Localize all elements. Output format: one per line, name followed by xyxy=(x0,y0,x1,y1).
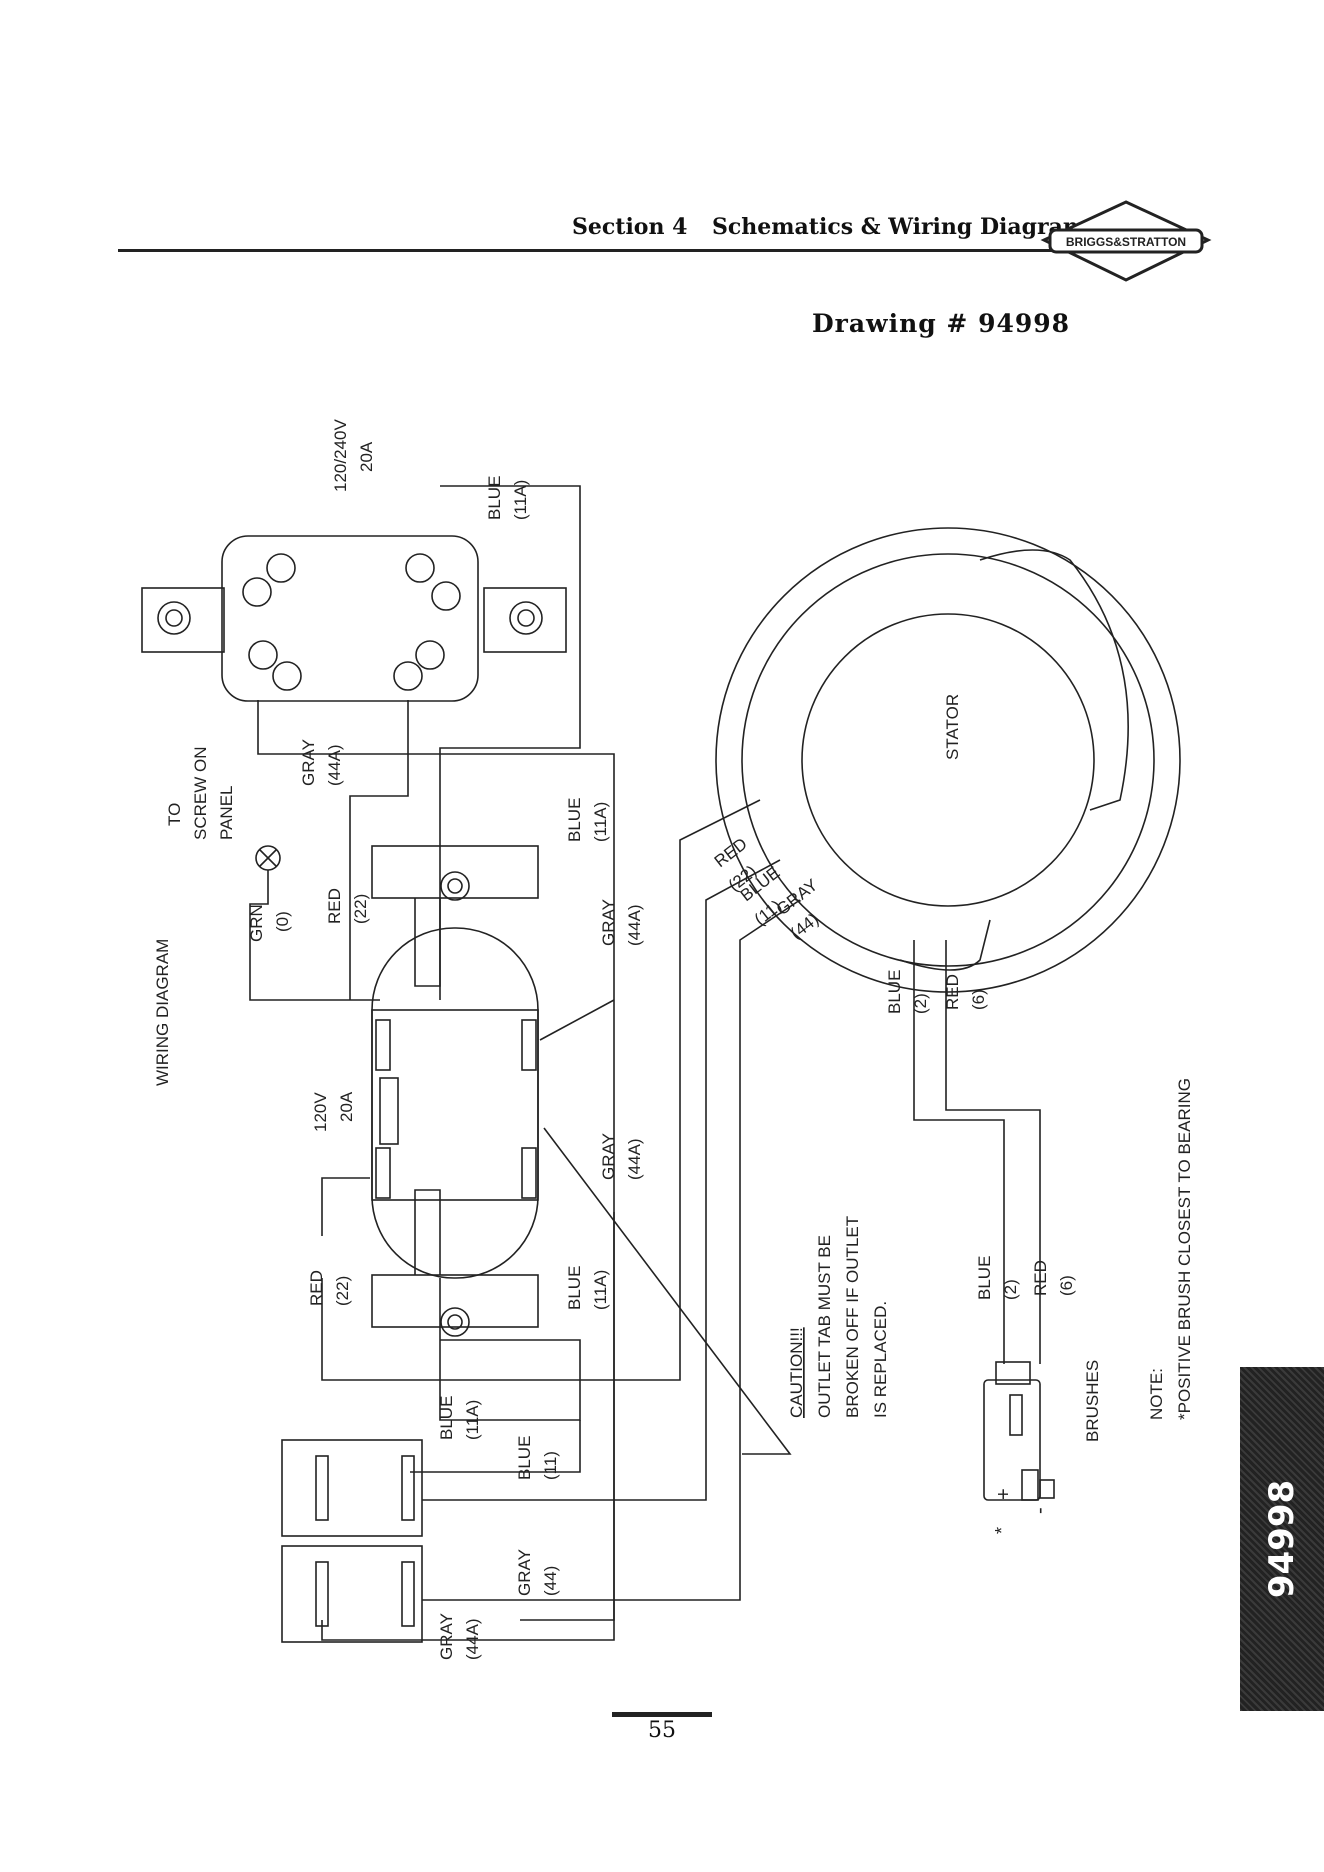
caution-line-3: IS REPLACED. xyxy=(871,1301,890,1418)
outlet-voltage: 120V xyxy=(311,1092,330,1132)
caution-heading: CAUTION!!! xyxy=(787,1327,806,1418)
diagram-title: WIRING DIAGRAM xyxy=(153,939,172,1086)
wire-label-blue-11a-top-num: (11A) xyxy=(511,480,530,520)
stator-wire-gray: GRAY xyxy=(773,875,822,919)
wire-label-blue-11a-mid-num: (11A) xyxy=(591,802,610,842)
brush-asterisk: * xyxy=(992,1527,1012,1534)
ground-note-line-1: TO xyxy=(165,803,184,826)
wire-label-gray-44a-mid: GRAY xyxy=(599,899,618,946)
ground-wire-color: GRN xyxy=(247,904,266,942)
wires xyxy=(257,485,1041,1641)
wire-label-blue-11a-recept: BLUE xyxy=(437,1396,456,1440)
wire-label-red-22-low: RED xyxy=(307,1270,326,1306)
wire-label-blue-11a-mid: BLUE xyxy=(565,798,584,842)
outlet-amperage: 20A xyxy=(337,1091,356,1122)
wire-label-blue-11: BLUE xyxy=(515,1436,534,1480)
header-rule xyxy=(118,249,1178,252)
wire-label-red-6-low: RED xyxy=(1031,1260,1050,1296)
brushes-part xyxy=(983,1361,1055,1501)
outlet xyxy=(371,845,539,1337)
wire-label-gray-44a-low-num: (44A) xyxy=(625,1138,644,1180)
wire-label-gray-44-num: (44) xyxy=(541,1566,560,1596)
wire-label-blue-11a-low-num: (11A) xyxy=(591,1270,610,1310)
wire-label-red-6-low-num: (6) xyxy=(1057,1275,1076,1296)
side-tab-label: 94998 xyxy=(1262,1479,1302,1599)
wire-label-blue-2-low: BLUE xyxy=(975,1256,994,1300)
ground-wire-number: (0) xyxy=(273,911,292,932)
wire-label-blue-2-top-num: (2) xyxy=(911,993,930,1014)
brushes-label: BRUSHES xyxy=(1083,1360,1102,1442)
section-label: Section 4 xyxy=(572,214,688,240)
wire-label-red-22-low-num: (22) xyxy=(333,1276,352,1306)
section-title: Schematics & Wiring Diagrams xyxy=(712,214,1099,240)
wire-label-gray-44a-top-num: (44A) xyxy=(325,744,344,786)
wire-label-red-22-top-num: (22) xyxy=(351,894,370,924)
breaker-voltage: 120/240V xyxy=(331,419,350,492)
breaker-amperage: 20A xyxy=(357,441,376,472)
wire-label-red-22-top: RED xyxy=(325,888,344,924)
drawing-title: Drawing # 94998 xyxy=(812,309,1071,338)
wire-label-gray-44a-recept-num: (44A) xyxy=(463,1618,482,1660)
breaker xyxy=(141,535,567,702)
caution-line-2: BROKEN OFF IF OUTLET xyxy=(843,1216,862,1418)
wire-label-gray-44a-mid-num: (44A) xyxy=(625,904,644,946)
ground-note-line-3: PANEL xyxy=(217,786,236,841)
stator xyxy=(715,527,1181,993)
wire-label-gray-44a-top: GRAY xyxy=(299,739,318,786)
wire-label-blue-11a-recept-num: (11A) xyxy=(463,1400,482,1440)
receptacles xyxy=(281,1439,423,1643)
note-text: *POSITIVE BRUSH CLOSEST TO BEARING xyxy=(1175,1078,1194,1420)
brush-positive: + xyxy=(993,1488,1015,1500)
caution-line-1: OUTLET TAB MUST BE xyxy=(815,1235,834,1418)
wire-label-blue-11a-top: BLUE xyxy=(485,476,504,520)
note-heading: NOTE: xyxy=(1147,1368,1166,1420)
wire-label-gray-44: GRAY xyxy=(515,1549,534,1596)
wire-label-blue-11-num: (11) xyxy=(541,1451,560,1480)
brand-logo-text: BRIGGS&STRATTON xyxy=(1066,235,1186,249)
brush-negative: - xyxy=(1029,1507,1051,1514)
wire-label-blue-2-low-num: (2) xyxy=(1001,1279,1020,1300)
briggs-stratton-logo: BRIGGS&STRATTON xyxy=(1040,200,1212,282)
wire-label-gray-44a-recept: GRAY xyxy=(437,1613,456,1660)
page-number: 55 xyxy=(648,1718,676,1743)
stator-label: STATOR xyxy=(943,694,962,760)
ground-symbol xyxy=(249,845,380,1001)
ground-note-line-2: SCREW ON xyxy=(191,747,210,841)
stator-wire-gray-num: (44) xyxy=(787,910,823,944)
page-number-bar xyxy=(612,1712,712,1717)
wire-label-blue-2-top: BLUE xyxy=(885,970,904,1014)
side-tab: 94998 xyxy=(1240,1367,1324,1711)
wire-label-red-6-top: RED xyxy=(943,974,962,1010)
wire-label-gray-44a-low: GRAY xyxy=(599,1133,618,1180)
wire-label-blue-11a-low: BLUE xyxy=(565,1266,584,1310)
wire-label-red-6-top-num: (6) xyxy=(969,989,988,1010)
